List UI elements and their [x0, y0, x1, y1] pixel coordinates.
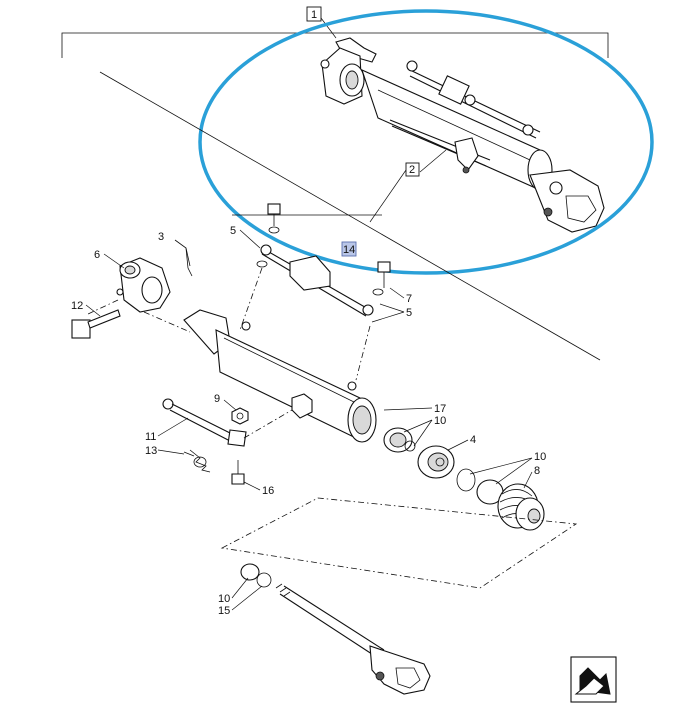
cylinder-barrel [183, 309, 377, 443]
assembly-bracket-line [61, 32, 609, 58]
svg-text:1: 1 [311, 9, 317, 21]
callout-9[interactable]: 9 [214, 393, 220, 405]
highlight-ring [198, 9, 654, 275]
callout-1[interactable]: 1 [306, 6, 322, 22]
part-5-bolt-upper [267, 203, 281, 234]
svg-text:2: 2 [409, 164, 415, 176]
callout-12[interactable]: 12 [71, 300, 83, 312]
callout-4[interactable]: 4 [470, 434, 476, 446]
part-4-piston [417, 445, 455, 479]
part-16-bolt [231, 460, 245, 485]
callout-15[interactable]: 15 [218, 605, 230, 617]
part-10-seal-c [240, 563, 272, 588]
part-12-pin [71, 309, 121, 339]
callout-7[interactable]: 7 [406, 293, 412, 305]
callout-13[interactable]: 13 [145, 445, 157, 457]
part-3-pin [174, 239, 193, 277]
part-8-gland [497, 483, 545, 531]
part-9-nut [231, 407, 249, 425]
part-10-seal-a [383, 427, 416, 453]
part-14-valve [256, 244, 374, 317]
part-13-spring [183, 449, 211, 473]
part-7-bolt [372, 261, 391, 296]
callout-5-b[interactable]: 5 [406, 307, 412, 319]
assembled-cylinder [320, 37, 605, 233]
next-page-button[interactable] [570, 656, 617, 703]
callout-10-c[interactable]: 10 [218, 593, 230, 605]
callout-16[interactable]: 16 [262, 485, 274, 497]
callout-14[interactable]: 14 [341, 241, 357, 257]
callout-17[interactable]: 17 [434, 403, 446, 415]
callout-10-b[interactable]: 10 [534, 451, 546, 463]
callout-6[interactable]: 6 [94, 249, 100, 261]
callout-8[interactable]: 8 [534, 465, 540, 477]
part-6-clevis [116, 257, 171, 313]
callout-2[interactable]: 2 [405, 162, 420, 177]
part-11-rod [162, 398, 247, 447]
next-page-arrow-icon [574, 667, 611, 695]
callout-5-a[interactable]: 5 [230, 225, 236, 237]
callout-3[interactable]: 3 [158, 231, 164, 243]
callout-11[interactable]: 11 [145, 431, 156, 443]
callout-10-a[interactable]: 10 [434, 415, 446, 427]
part-15-piston-rod [275, 583, 431, 695]
svg-text:14: 14 [343, 244, 355, 256]
part-10-seal-b [456, 468, 504, 505]
